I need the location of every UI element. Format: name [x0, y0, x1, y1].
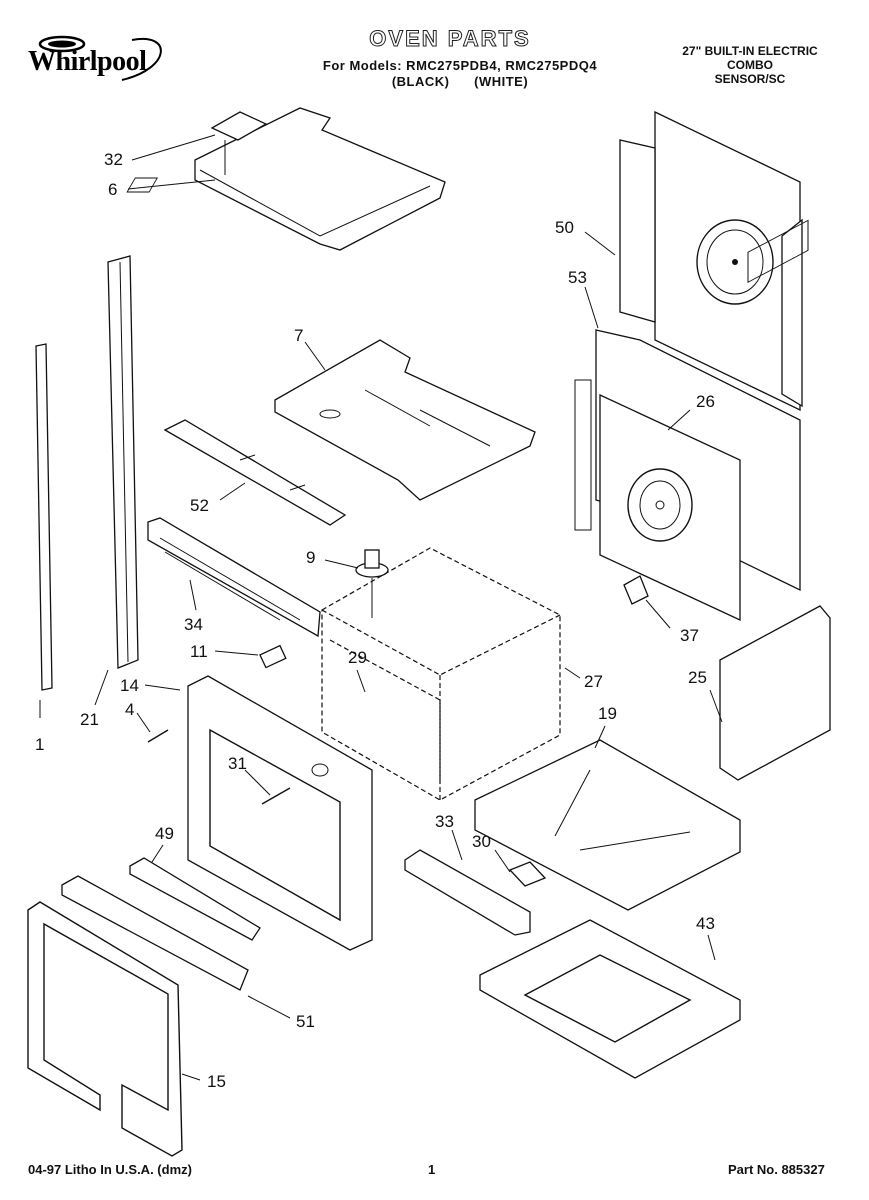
part-number: Part No. 885327	[728, 1162, 825, 1177]
callout-49: 49	[155, 824, 174, 843]
part-49-strip	[129, 857, 261, 941]
part-34-control-panel	[147, 517, 321, 638]
callout-25: 25	[688, 668, 707, 687]
part-51-door-trim	[61, 875, 249, 991]
part-19-tray	[474, 739, 741, 911]
callout-6: 6	[108, 180, 118, 199]
brand-name: Whirlpool	[28, 46, 147, 77]
part-25-side-panel	[719, 219, 831, 781]
part-52-trim	[163, 419, 347, 526]
product-line-3: SENSOR/SC	[714, 72, 786, 86]
callout-53: 53	[568, 268, 587, 287]
callout-43: 43	[696, 914, 715, 933]
callout-31: 31	[228, 754, 247, 773]
page-title: OVEN PARTS	[369, 26, 531, 52]
callout-52: 52	[190, 496, 209, 515]
part-9-knob	[355, 549, 389, 618]
callout-30: 30	[472, 832, 491, 851]
part-4-screw	[147, 729, 169, 743]
part-33-rail	[404, 849, 531, 936]
callout-32: 32	[104, 150, 123, 169]
callout-9: 9	[306, 548, 316, 567]
callout-21: 21	[80, 710, 99, 729]
part-50-rear-cover	[619, 110, 803, 412]
part-30-clip	[508, 861, 547, 887]
product-line-1: 27" BUILT-IN ELECTRIC	[682, 44, 818, 58]
callout-19: 19	[598, 704, 617, 723]
part-31-pin	[261, 787, 291, 805]
callout-4: 4	[125, 700, 135, 719]
callout-50: 50	[555, 218, 574, 237]
callout-26: 26	[696, 392, 715, 411]
part-27-oven-cavity	[321, 547, 561, 801]
callout-29: 29	[348, 648, 367, 667]
part-11-connector	[259, 644, 287, 669]
part-6-top-panel	[126, 107, 446, 251]
logo-swoosh-icon	[38, 35, 162, 81]
callout-14: 14	[120, 676, 139, 695]
part-7-deflector	[274, 339, 536, 501]
leader-lines	[39, 134, 723, 1081]
callout-7: 7	[294, 326, 304, 345]
part-14-front-frame	[187, 675, 373, 951]
part-43-bottom-tray	[479, 919, 741, 1079]
page-number: 1	[428, 1162, 436, 1177]
part-21-side-trim	[107, 255, 139, 669]
callout-27: 27	[584, 672, 603, 691]
callout-15: 15	[207, 1072, 226, 1091]
callout-51: 51	[296, 1012, 315, 1031]
callout-34: 34	[184, 615, 203, 634]
callout-1: 1	[35, 735, 45, 754]
part-37-sensor	[623, 575, 649, 605]
callout-33: 33	[435, 812, 454, 831]
whirlpool-logo: Whirlpool	[22, 28, 182, 88]
litho-line: 04-97 Litho In U.S.A. (dmz)	[28, 1162, 192, 1177]
models-line: For Models: RMC275PDB4, RMC275PDQ4	[322, 58, 598, 73]
part-26-rear-plate	[574, 329, 801, 622]
colors-line: (BLACK) (WHITE)	[391, 74, 529, 89]
part-1-side-strip	[35, 343, 53, 691]
callout-37: 37	[680, 626, 699, 645]
callout-11: 11	[190, 642, 208, 661]
part-15-gasket	[27, 901, 183, 1157]
part-32-bracket	[210, 111, 268, 175]
product-line-2: COMBO	[727, 58, 773, 72]
